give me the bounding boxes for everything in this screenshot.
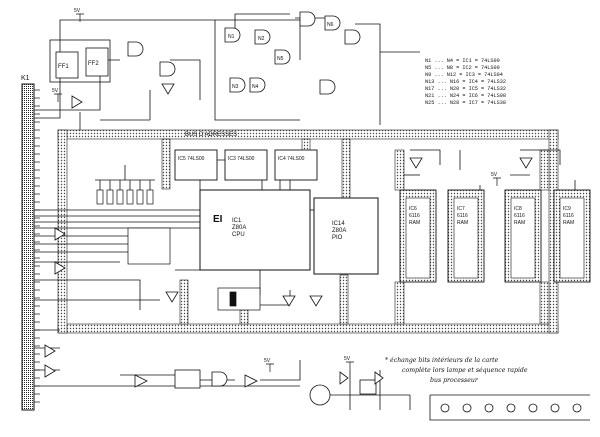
cpu-chip: EI IC1 Z80A CPU [199, 189, 311, 271]
note-line-2: complète lors lampe et séquence rapide [402, 367, 528, 374]
bus-label: BUS D'ADRESSES [185, 132, 237, 138]
ram-4-line-2: 6116 [563, 213, 574, 219]
inverter-set [44, 83, 533, 388]
latch-2-label: IC3 74LS00 [228, 156, 255, 162]
gate-n4: N4 [252, 84, 259, 90]
resistor-array [96, 189, 261, 311]
ram-2-line-2: 6116 [457, 213, 468, 219]
supply-5: 5V [344, 356, 351, 362]
led-indicator [572, 403, 582, 413]
edge-connector: K1 [21, 75, 40, 411]
legend-line-7: N25 ... N28 = IC7 = 74LS38 [425, 100, 506, 106]
ram-1-line-1: IC6 [409, 206, 417, 212]
legend-line-6: N21 ... N24 = IC6 = 74LS08 [425, 93, 506, 99]
led-indicator [462, 403, 472, 413]
legend-line-3: N9 ... N12 = IC3 = 74LS04 [425, 72, 503, 78]
pio-line-2: Z80A [332, 228, 346, 234]
flip-flop-group: FF1 FF2 [49, 39, 111, 83]
supply-4: 5V [264, 358, 271, 364]
gate-n3: N3 [232, 84, 239, 90]
supply-1: 5V [74, 8, 81, 14]
gate-n6: N6 [327, 22, 334, 28]
led-indicator [440, 403, 450, 413]
latch-1-label: IC5 74LS00 [178, 156, 205, 162]
legend-line-4: N13 ... N16 = IC4 = 74LS32 [425, 79, 506, 85]
cpu-line-3: CPU [232, 232, 245, 238]
ff1-label: FF1 [58, 64, 69, 70]
pio-line-1: IC14 [332, 221, 345, 227]
gate-n1: N1 [228, 34, 235, 40]
supply-markers [54, 13, 501, 372]
gate-n5: N5 [277, 56, 284, 62]
note-line-3: bus processeur [430, 377, 479, 384]
legend-line-1: N1 ... N4 = IC1 = 74LS00 [425, 58, 500, 64]
ram-2-line-3: RAM [457, 220, 468, 226]
pio-line-3: PIO [332, 235, 343, 241]
ram-3-line-2: 6116 [514, 213, 525, 219]
led-indicator [506, 403, 516, 413]
gate-n2: N2 [258, 36, 265, 42]
bottom-components [174, 369, 384, 406]
gate-cluster [127, 11, 361, 95]
cpu-line-2: Z80A [232, 225, 246, 231]
legend-line-5: N17 ... N20 = IC5 = 74LS32 [425, 86, 506, 92]
connector-label: K1 [21, 75, 30, 82]
supply-2: 5V [52, 88, 59, 94]
ram-1-line-3: RAM [409, 220, 420, 226]
ram-4-line-1: IC9 [563, 206, 571, 212]
led-indicator [550, 403, 560, 413]
ram-bank: IC6 6116 RAM IC7 6116 RAM IC8 6116 RAM I… [399, 189, 591, 283]
led-indicator [528, 403, 538, 413]
ram-4-line-3: RAM [563, 220, 574, 226]
pio-chip: IC14 Z80A PIO [313, 197, 379, 275]
led-indicator [484, 403, 494, 413]
ram-3-line-3: RAM [514, 220, 525, 226]
cpu-watermark: EI [213, 214, 223, 225]
handwritten-note: * échange bits intérieurs de la carte co… [385, 357, 528, 384]
ram-3-line-1: IC8 [514, 206, 522, 212]
address-bus [57, 129, 559, 334]
latch-3-label: IC4 74LS00 [278, 156, 305, 162]
gate-legend: N1 ... N4 = IC1 = 74LS00 N5 ... N8 = IC2… [425, 58, 506, 106]
legend-line-2: N5 ... N8 = IC2 = 74LS00 [425, 65, 500, 71]
led-row [440, 403, 582, 413]
ram-2-line-1: IC7 [457, 206, 465, 212]
ram-1-line-2: 6116 [409, 213, 420, 219]
latch-chips: IC5 74LS00 IC3 74LS00 IC4 74LS00 [174, 149, 318, 181]
cpu-line-1: IC1 [232, 218, 242, 224]
ff2-label: FF2 [88, 61, 99, 67]
supply-3: 5V [491, 172, 498, 178]
note-line-1: * échange bits intérieurs de la carte [385, 357, 499, 364]
